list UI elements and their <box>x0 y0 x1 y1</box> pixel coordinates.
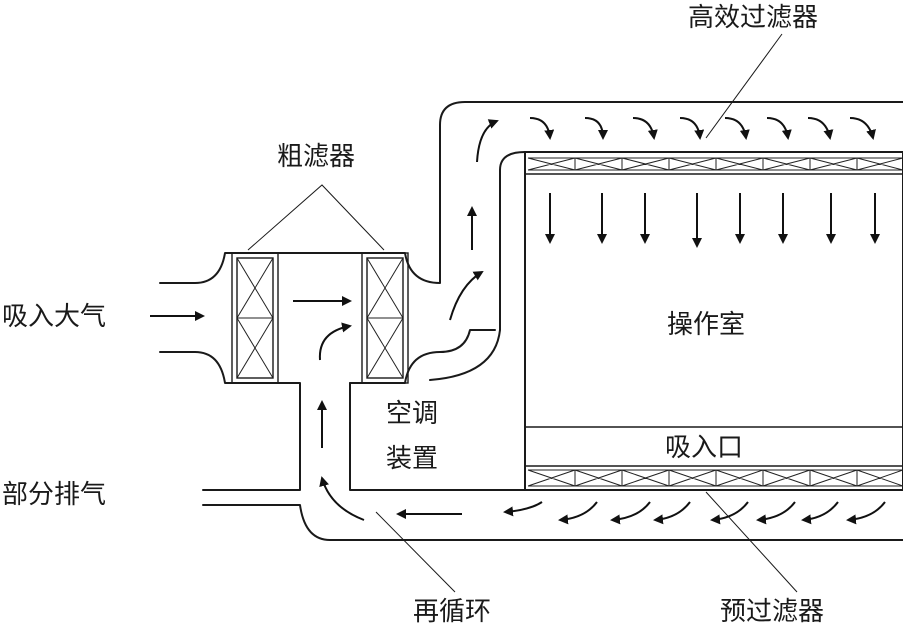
return-arrow <box>710 501 749 525</box>
coarse-filter-label: 粗滤器 <box>277 142 355 172</box>
ceiling-arrow <box>849 117 876 140</box>
suction-inlet-label: 吸入口 <box>665 433 743 463</box>
ceiling-arrow <box>679 117 705 140</box>
hepa-filter-label: 高效过滤器 <box>688 3 818 33</box>
return-arrow <box>801 501 839 525</box>
operating-room <box>524 151 903 491</box>
intake-duct-top <box>159 101 903 284</box>
recirc-turn-arrow <box>319 476 365 521</box>
recirculation-leader <box>375 511 456 593</box>
coarse-filter-left <box>231 252 279 384</box>
return-arrow <box>846 501 886 525</box>
operating-room-box <box>524 151 903 491</box>
return-arrow <box>756 501 796 525</box>
pre-filter-hatching <box>527 469 903 487</box>
ceiling-arrow <box>724 117 750 140</box>
recirculation-label: 再循环 <box>413 597 491 627</box>
supply-riser-inner <box>429 151 526 381</box>
coarse-filter-right <box>361 252 409 384</box>
intake-air-label: 吸入大气 <box>2 302 106 332</box>
return-arrow <box>610 501 651 525</box>
recirc-merge-arrow <box>318 322 352 361</box>
pre-filter-label: 预过滤器 <box>720 597 824 627</box>
leader-lines <box>247 33 798 593</box>
operating-room-label: 操作室 <box>667 310 745 340</box>
ac-housing-right <box>349 329 496 384</box>
return-arrow <box>558 501 598 525</box>
ceiling-arrow <box>632 117 658 140</box>
ceiling-arrow <box>807 117 834 140</box>
ceiling-arrow <box>766 117 792 140</box>
riser-curve-arrow <box>449 270 484 321</box>
ceiling-arrow <box>584 117 608 140</box>
labels: 高效过滤器 粗滤器 吸入大气 部分排气 操作室 空调 装置 吸入口 再循环 预过… <box>2 3 824 627</box>
ac-unit-label-line2: 装置 <box>386 444 438 474</box>
return-arrow <box>503 501 543 517</box>
hepa-filter-leader <box>705 33 783 139</box>
flow-arrows <box>150 117 886 525</box>
riser-top-arrow <box>476 119 499 163</box>
pre-filter-leader <box>705 491 798 593</box>
partial-exhaust-label: 部分排气 <box>2 480 106 510</box>
ceiling-arrow <box>529 117 555 140</box>
hepa-filter-hatching <box>527 157 903 171</box>
return-duct-outer <box>202 504 903 541</box>
return-arrow <box>653 501 691 525</box>
ac-unit-label-line1: 空调 <box>386 399 438 429</box>
intake-duct-bottom <box>159 351 301 491</box>
coarse-filter-leader <box>247 184 385 251</box>
